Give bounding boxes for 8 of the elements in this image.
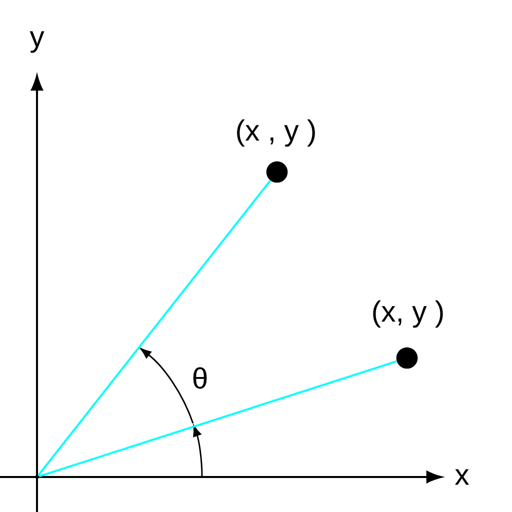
angle-label: θ — [193, 367, 207, 389]
point-label: (x, y ) — [373, 300, 443, 328]
line — [38, 180, 272, 476]
point-label: (x , y ) — [237, 119, 315, 147]
axis-label: y — [30, 31, 44, 53]
line — [38, 360, 397, 478]
origin-point — [35, 475, 39, 479]
axis-label: x — [455, 469, 469, 485]
